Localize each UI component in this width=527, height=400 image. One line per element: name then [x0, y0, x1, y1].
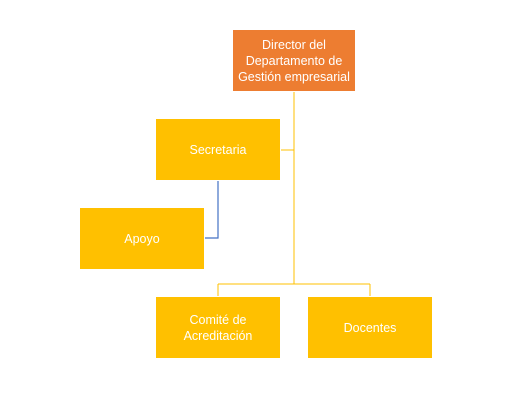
node-docentes: Docentes: [307, 296, 433, 359]
node-apoyo: Apoyo: [79, 207, 205, 270]
node-secretaria: Secretaria: [155, 118, 281, 181]
node-director: Director del Departamento de Gestión emp…: [232, 29, 356, 92]
connector-apoyo: [205, 181, 219, 239]
node-comite: Comité de Acreditación: [155, 296, 281, 359]
